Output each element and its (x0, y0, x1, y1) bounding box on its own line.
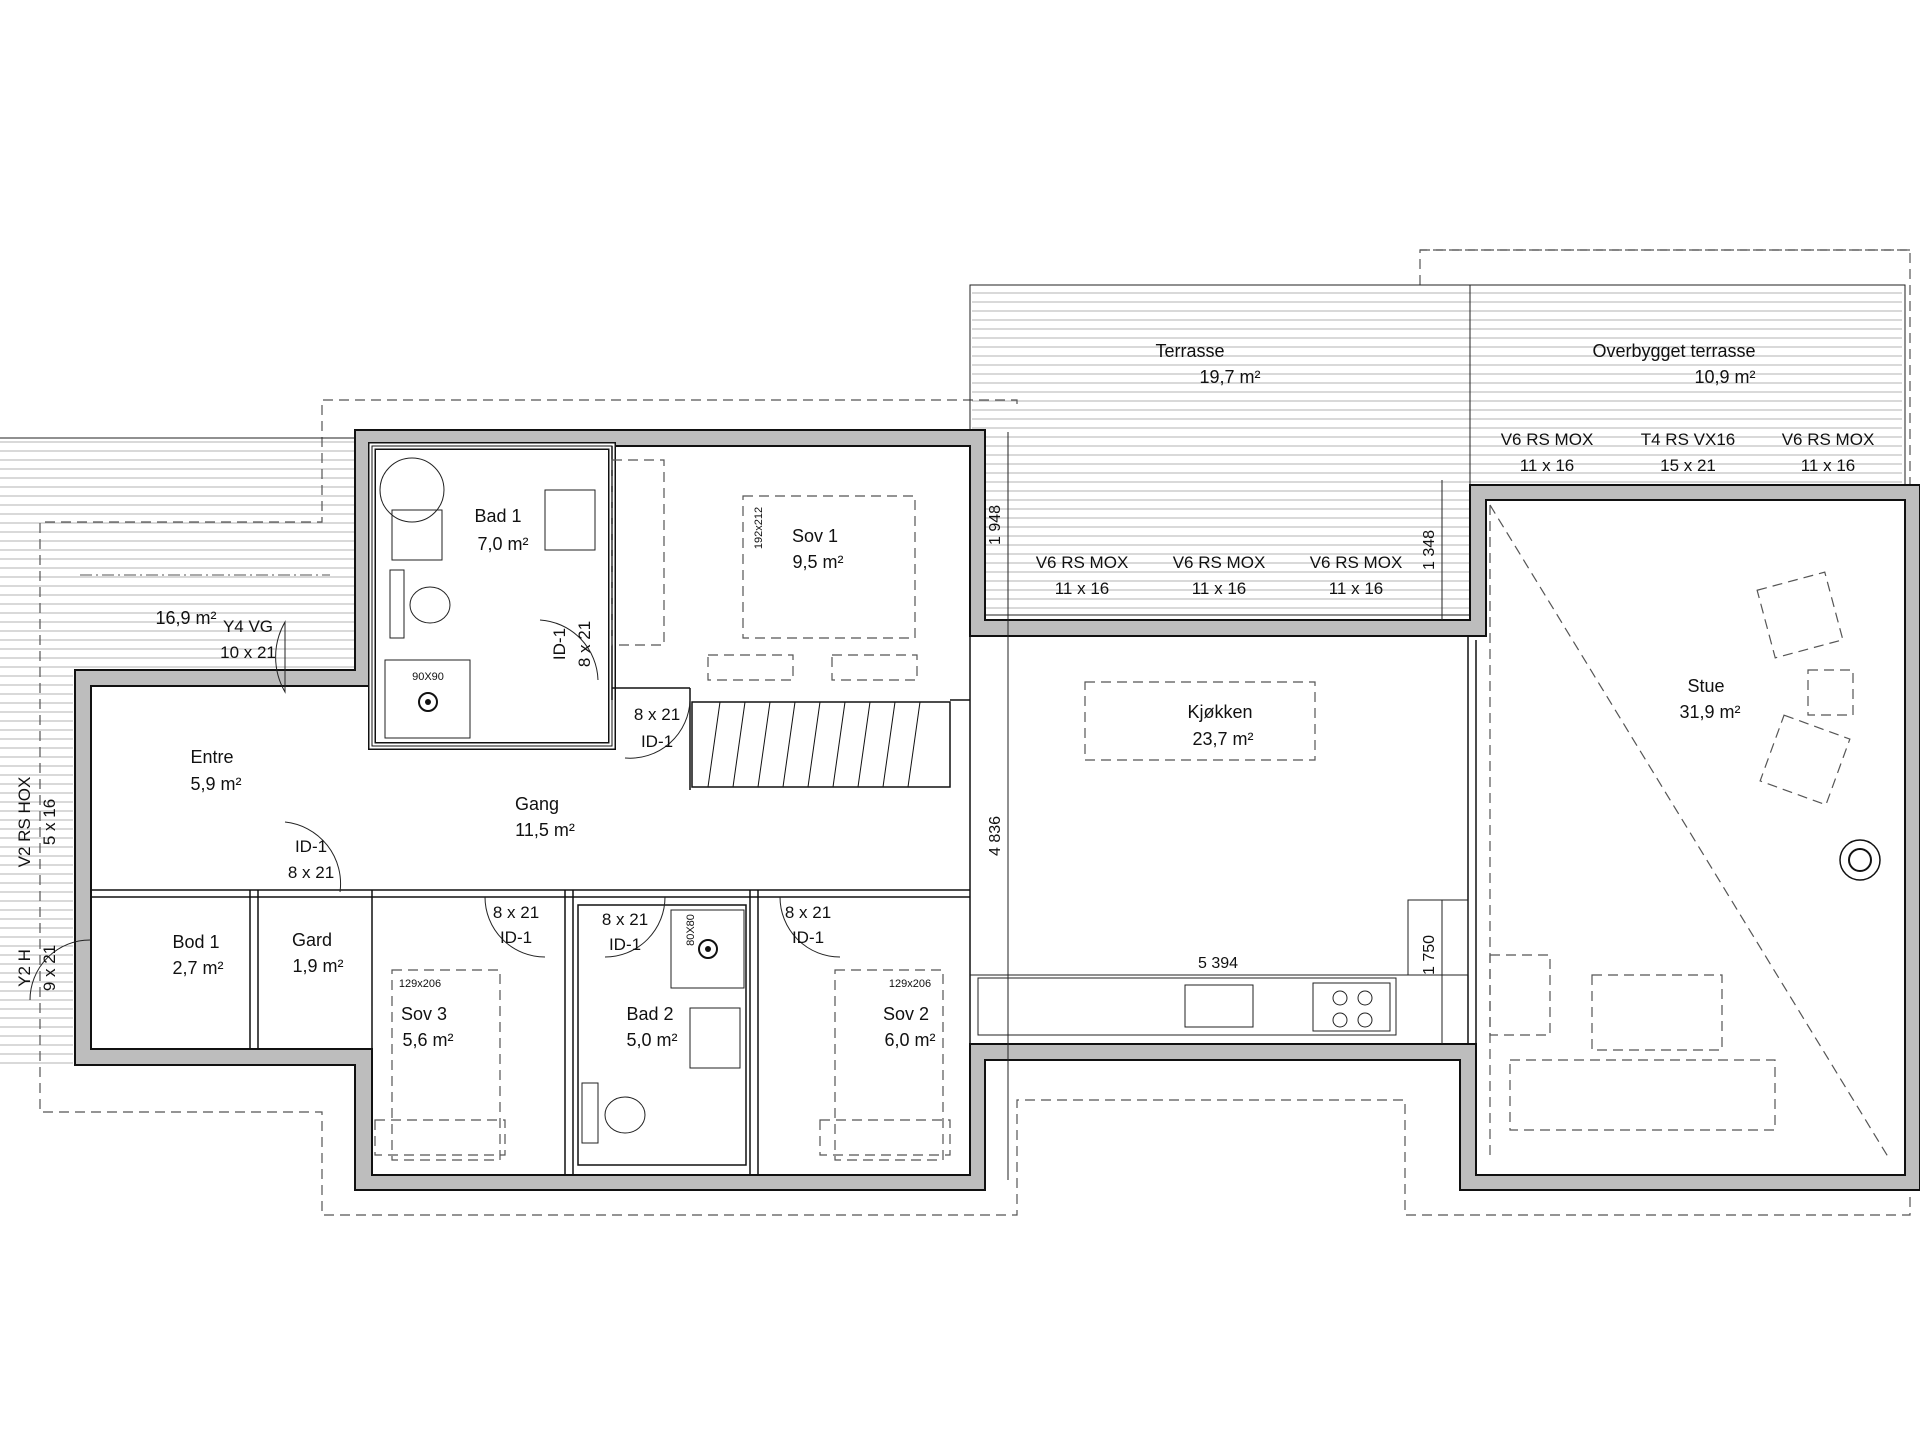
window-type-v2: V2 RS HOX (15, 777, 34, 868)
room-area-terrasse: 19,7 m² (1199, 367, 1260, 387)
door-size-bad2: 8 x 21 (602, 910, 648, 929)
dimension-1348: 1 348 (1421, 530, 1438, 570)
door-size-bad1: 8 x 21 (575, 621, 594, 667)
room-area-sov1: 9,5 m² (792, 552, 843, 572)
stair-tread (882, 701, 896, 788)
stair-tread (707, 701, 721, 788)
room-area-entre: 5,9 m² (190, 774, 241, 794)
window-type-mid1: V6 RS MOX (1036, 553, 1129, 572)
room-area-gard: 1,9 m² (292, 956, 343, 976)
furniture (374, 457, 1891, 1161)
dimension-1948: 1 948 (987, 505, 1004, 545)
room-area-sov3: 5,6 m² (402, 1030, 453, 1050)
window-size-mid2: 11 x 16 (1192, 579, 1247, 598)
room-name-entre: Entre (190, 747, 233, 767)
window-size-v2: 5 x 16 (40, 799, 59, 845)
room-name-sov3: Sov 3 (401, 1004, 447, 1024)
room-name-sov2: Sov 2 (883, 1004, 929, 1024)
window-size-top2: 15 x 21 (1660, 456, 1716, 475)
window-size-y2: 9 x 21 (40, 945, 59, 991)
window-size-top3: 11 x 16 (1801, 456, 1856, 475)
room-area-kjokken: 23,7 m² (1192, 729, 1253, 749)
labels: Terrasse 19,7 m² Overbygget terrasse 10,… (15, 341, 1874, 1050)
door-size-sov2: 8 x 21 (785, 903, 831, 922)
room-name-gang: Gang (515, 794, 559, 814)
room-name-bad1: Bad 1 (474, 506, 521, 526)
window-type-y2: Y2 H (15, 949, 34, 987)
stair-tread (907, 701, 921, 788)
door-size-sov3: 8 x 21 (493, 903, 539, 922)
window-type-mid3: V6 RS MOX (1310, 553, 1403, 572)
door-id-entre: ID-1 (295, 837, 327, 856)
door-id-bad1: ID-1 (550, 628, 569, 660)
stair-tread (732, 701, 746, 788)
room-name-terrasse: Terrasse (1155, 341, 1224, 361)
window-type-y4: Y4 VG (223, 617, 273, 636)
dimension-1750: 1 750 (1421, 935, 1438, 975)
window-size-mid3: 11 x 16 (1329, 579, 1384, 598)
window-size-mid1: 11 x 16 (1055, 579, 1110, 598)
room-area-bad2: 5,0 m² (626, 1030, 677, 1050)
stair-tread (857, 701, 871, 788)
shower2-label: 80X80 (685, 914, 697, 946)
door-id-stair: ID-1 (641, 732, 673, 751)
door-size-stair: 8 x 21 (634, 705, 680, 724)
window-type-mid2: V6 RS MOX (1173, 553, 1266, 572)
door-id-bad2: ID-1 (609, 935, 641, 954)
room-area-overbygget: 10,9 m² (1694, 367, 1755, 387)
shower1-label: 90X90 (412, 671, 444, 683)
stair-tread (782, 701, 796, 788)
dimension-4836: 4 836 (987, 816, 1004, 856)
dimension-5394: 5 394 (1198, 955, 1238, 972)
stair-tread (807, 701, 821, 788)
bed1-label: 192x212 (753, 507, 765, 549)
stair-tread (757, 701, 771, 788)
door-id-sov2: ID-1 (792, 928, 824, 947)
window-size-top1: 11 x 16 (1520, 456, 1575, 475)
window-type-top1: V6 RS MOX (1501, 430, 1594, 449)
room-name-sov1: Sov 1 (792, 526, 838, 546)
room-area-gang: 11,5 m² (515, 820, 575, 840)
room-name-gard: Gard (292, 930, 332, 950)
window-type-top2: T4 RS VX16 (1641, 430, 1736, 449)
room-name-bad2: Bad 2 (626, 1004, 673, 1024)
room-area-bod1: 2,7 m² (172, 958, 223, 978)
room-area-stue: 31,9 m² (1679, 702, 1740, 722)
door-id-sov3: ID-1 (500, 928, 532, 947)
window-size-y4: 10 x 21 (220, 643, 276, 662)
room-area-sov2: 6,0 m² (884, 1030, 935, 1050)
room-area-left-terrace: 16,9 m² (155, 608, 216, 628)
door-size-entre: 8 x 21 (288, 863, 334, 882)
dimension-lines (970, 432, 1443, 1180)
room-name-stue: Stue (1687, 676, 1724, 696)
room-name-bod1: Bod 1 (172, 932, 219, 952)
bed3-label: 129x206 (399, 978, 441, 990)
room-name-overbygget: Overbygget terrasse (1592, 341, 1755, 361)
stair-tread (832, 701, 846, 788)
door-swings (29, 619, 841, 1001)
room-area-bad1: 7,0 m² (477, 534, 528, 554)
bed2-label: 129x206 (889, 978, 931, 990)
roof-outline (39, 249, 1911, 1216)
window-type-top3: V6 RS MOX (1782, 430, 1875, 449)
staircase (691, 701, 951, 788)
room-name-kjokken: Kjøkken (1187, 702, 1252, 722)
